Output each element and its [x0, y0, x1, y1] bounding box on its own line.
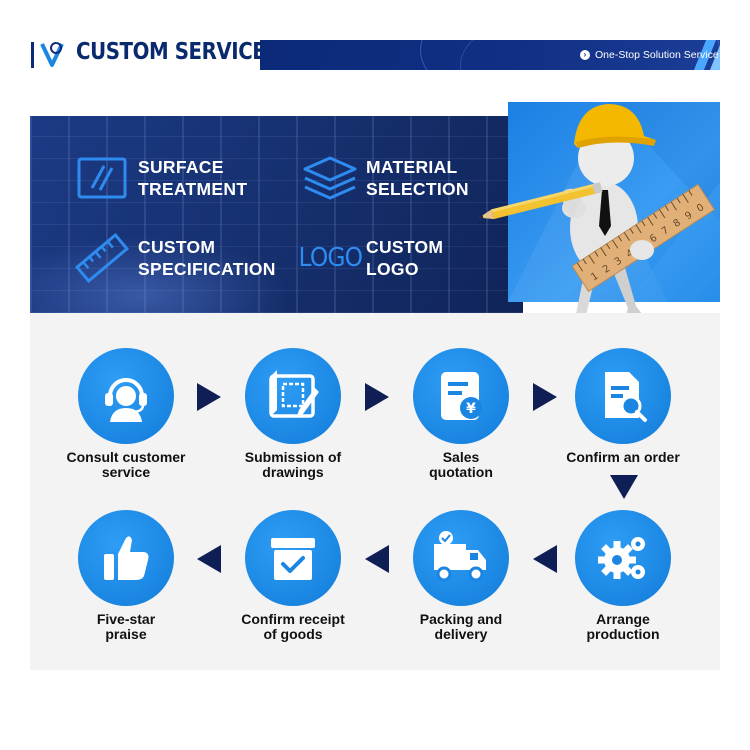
flow-arrow-right-icon: [197, 383, 221, 411]
warehouse-background: [30, 116, 523, 313]
quotation-yen-icon: ¥: [413, 348, 509, 444]
header-subtitle-text: One-Stop Solution Service: [595, 49, 719, 61]
feature-label: MATERIAL SELECTION: [366, 157, 469, 199]
surface-treatment-icon: [74, 155, 130, 201]
ruler-number: 6: [648, 233, 659, 246]
header-title-block: CUSTOM SERVICE: [30, 37, 266, 70]
feature-custom-logo: LOGO CUSTOM LOGO: [298, 235, 444, 281]
ruler-number: 3: [613, 255, 624, 268]
feature-label: SURFACE TREATMENT: [138, 157, 248, 199]
gears-icon: [575, 510, 671, 606]
logo-text-icon: LOGO: [298, 243, 362, 273]
flow-arrow-right-icon: [365, 383, 389, 411]
headset-agent-icon: [78, 348, 174, 444]
box-check-icon: [245, 510, 341, 606]
chevron-right-circle-icon: ›: [580, 50, 590, 60]
ruler-number: 2: [601, 263, 612, 276]
ruler-icon: [74, 233, 130, 283]
layers-icon: [302, 155, 358, 201]
flow-arrow-right-icon: [533, 383, 557, 411]
flow-arrow-left-icon: [197, 545, 221, 573]
feature-surface-treatment: SURFACE TREATMENT: [74, 155, 247, 201]
header-banner-bar: › One-Stop Solution Service: [260, 40, 720, 70]
feature-material-selection: MATERIAL SELECTION: [302, 155, 469, 201]
step-label: Confirm an order: [566, 449, 680, 465]
flow-arrow-left-icon: [533, 545, 557, 573]
ruler-number: 9: [683, 210, 694, 223]
feature-label: CUSTOM SPECIFICATION: [138, 237, 276, 279]
ruler-number: 7: [660, 225, 671, 238]
thumbs-up-icon: [78, 510, 174, 606]
delivery-truck-icon: [413, 510, 509, 606]
flow-arrow-left-icon: [365, 545, 389, 573]
ruler-number: 4: [625, 248, 636, 261]
worker-illustration: 1 2 3 4 5 6 7 8 9 0: [479, 104, 716, 324]
blueprint-icon: [245, 348, 341, 444]
feature-label: CUSTOM LOGO: [366, 237, 444, 279]
page-title: CUSTOM SERVICE: [76, 39, 266, 65]
order-search-icon: [575, 348, 671, 444]
step-confirm-order: Confirm an order: [543, 348, 703, 465]
header-subtitle: › One-Stop Solution Service: [580, 49, 719, 61]
section-header: CUSTOM SERVICE › One-Stop Solution Servi…: [30, 37, 720, 70]
svg-text:¥: ¥: [466, 401, 476, 417]
features-banner: SURFACE TREATMENT MATERIAL SELECTION: [30, 116, 523, 313]
flow-arrow-down-icon: [610, 475, 638, 499]
cv-logo-icon: [31, 42, 64, 68]
ruler-number: 0: [695, 202, 706, 215]
feature-custom-specification: CUSTOM SPECIFICATION: [74, 233, 276, 283]
ruler-number: 1: [589, 271, 600, 284]
ruler-number: 8: [671, 217, 682, 230]
